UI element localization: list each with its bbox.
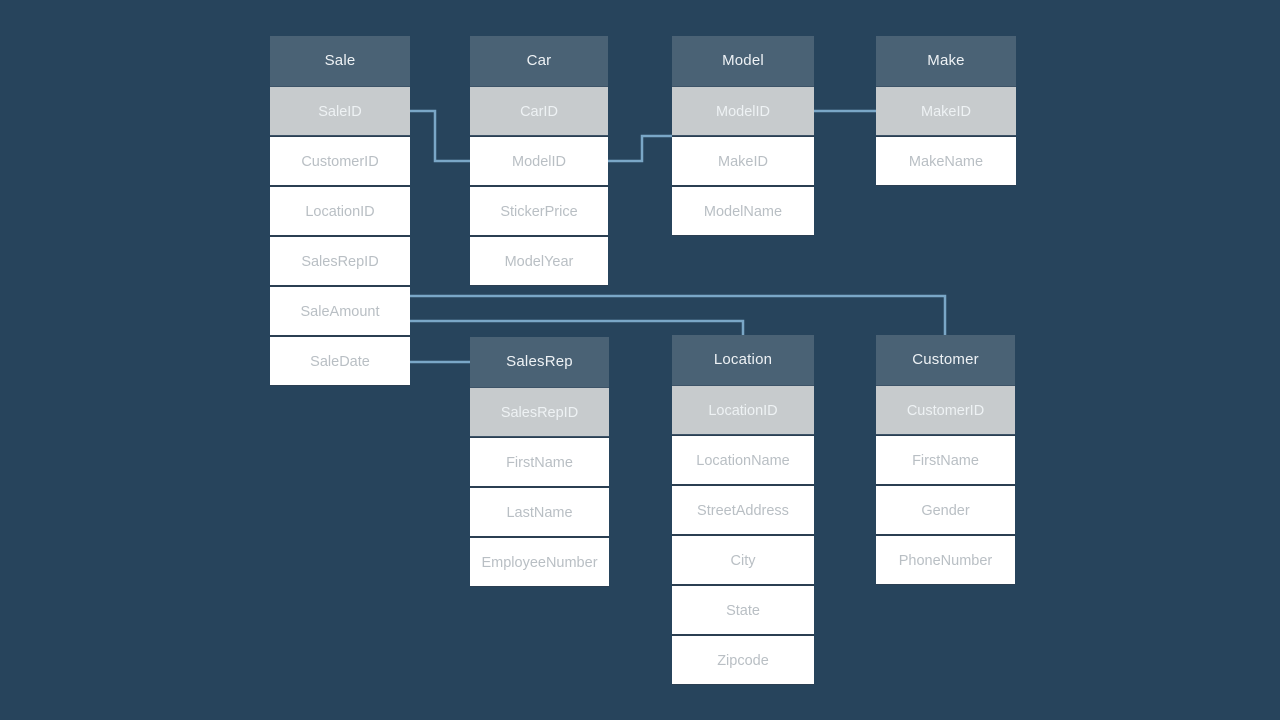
field-lastname[interactable]: LastName: [470, 487, 609, 537]
field-locationname[interactable]: LocationName: [672, 435, 814, 485]
table-title-sale: Sale: [270, 36, 410, 86]
primary-key-field-modelid[interactable]: ModelID: [672, 86, 814, 136]
connector-1: [608, 134, 672, 163]
field-state[interactable]: State: [672, 585, 814, 635]
field-locationid[interactable]: LocationID: [270, 186, 410, 236]
primary-key-field-customerid[interactable]: CustomerID: [876, 385, 1015, 435]
connector-0: [410, 109, 470, 163]
field-zipcode[interactable]: Zipcode: [672, 635, 814, 685]
field-stickerprice[interactable]: StickerPrice: [470, 186, 608, 236]
field-salesrepid[interactable]: SalesRepID: [270, 236, 410, 286]
connector-4: [410, 319, 745, 335]
field-firstname[interactable]: FirstName: [470, 437, 609, 487]
field-streetaddress[interactable]: StreetAddress: [672, 485, 814, 535]
field-phonenumber[interactable]: PhoneNumber: [876, 535, 1015, 585]
primary-key-field-salesrepid[interactable]: SalesRepID: [470, 387, 609, 437]
table-title-customer: Customer: [876, 335, 1015, 385]
primary-key-field-locationid[interactable]: LocationID: [672, 385, 814, 435]
connector-3: [410, 294, 947, 335]
field-modelid[interactable]: ModelID: [470, 136, 608, 186]
field-firstname[interactable]: FirstName: [876, 435, 1015, 485]
field-modelname[interactable]: ModelName: [672, 186, 814, 236]
field-gender[interactable]: Gender: [876, 485, 1015, 535]
field-makeid[interactable]: MakeID: [672, 136, 814, 186]
field-saleamount[interactable]: SaleAmount: [270, 286, 410, 336]
field-saledate[interactable]: SaleDate: [270, 336, 410, 386]
field-modelyear[interactable]: ModelYear: [470, 236, 608, 286]
field-makename[interactable]: MakeName: [876, 136, 1016, 186]
table-title-car: Car: [470, 36, 608, 86]
table-title-model: Model: [672, 36, 814, 86]
table-title-make: Make: [876, 36, 1016, 86]
primary-key-field-makeid[interactable]: MakeID: [876, 86, 1016, 136]
table-title-salesrep: SalesRep: [470, 337, 609, 387]
primary-key-field-saleid[interactable]: SaleID: [270, 86, 410, 136]
table-title-location: Location: [672, 335, 814, 385]
field-city[interactable]: City: [672, 535, 814, 585]
primary-key-field-carid[interactable]: CarID: [470, 86, 608, 136]
field-employeenumber[interactable]: EmployeeNumber: [470, 537, 609, 587]
field-customerid[interactable]: CustomerID: [270, 136, 410, 186]
